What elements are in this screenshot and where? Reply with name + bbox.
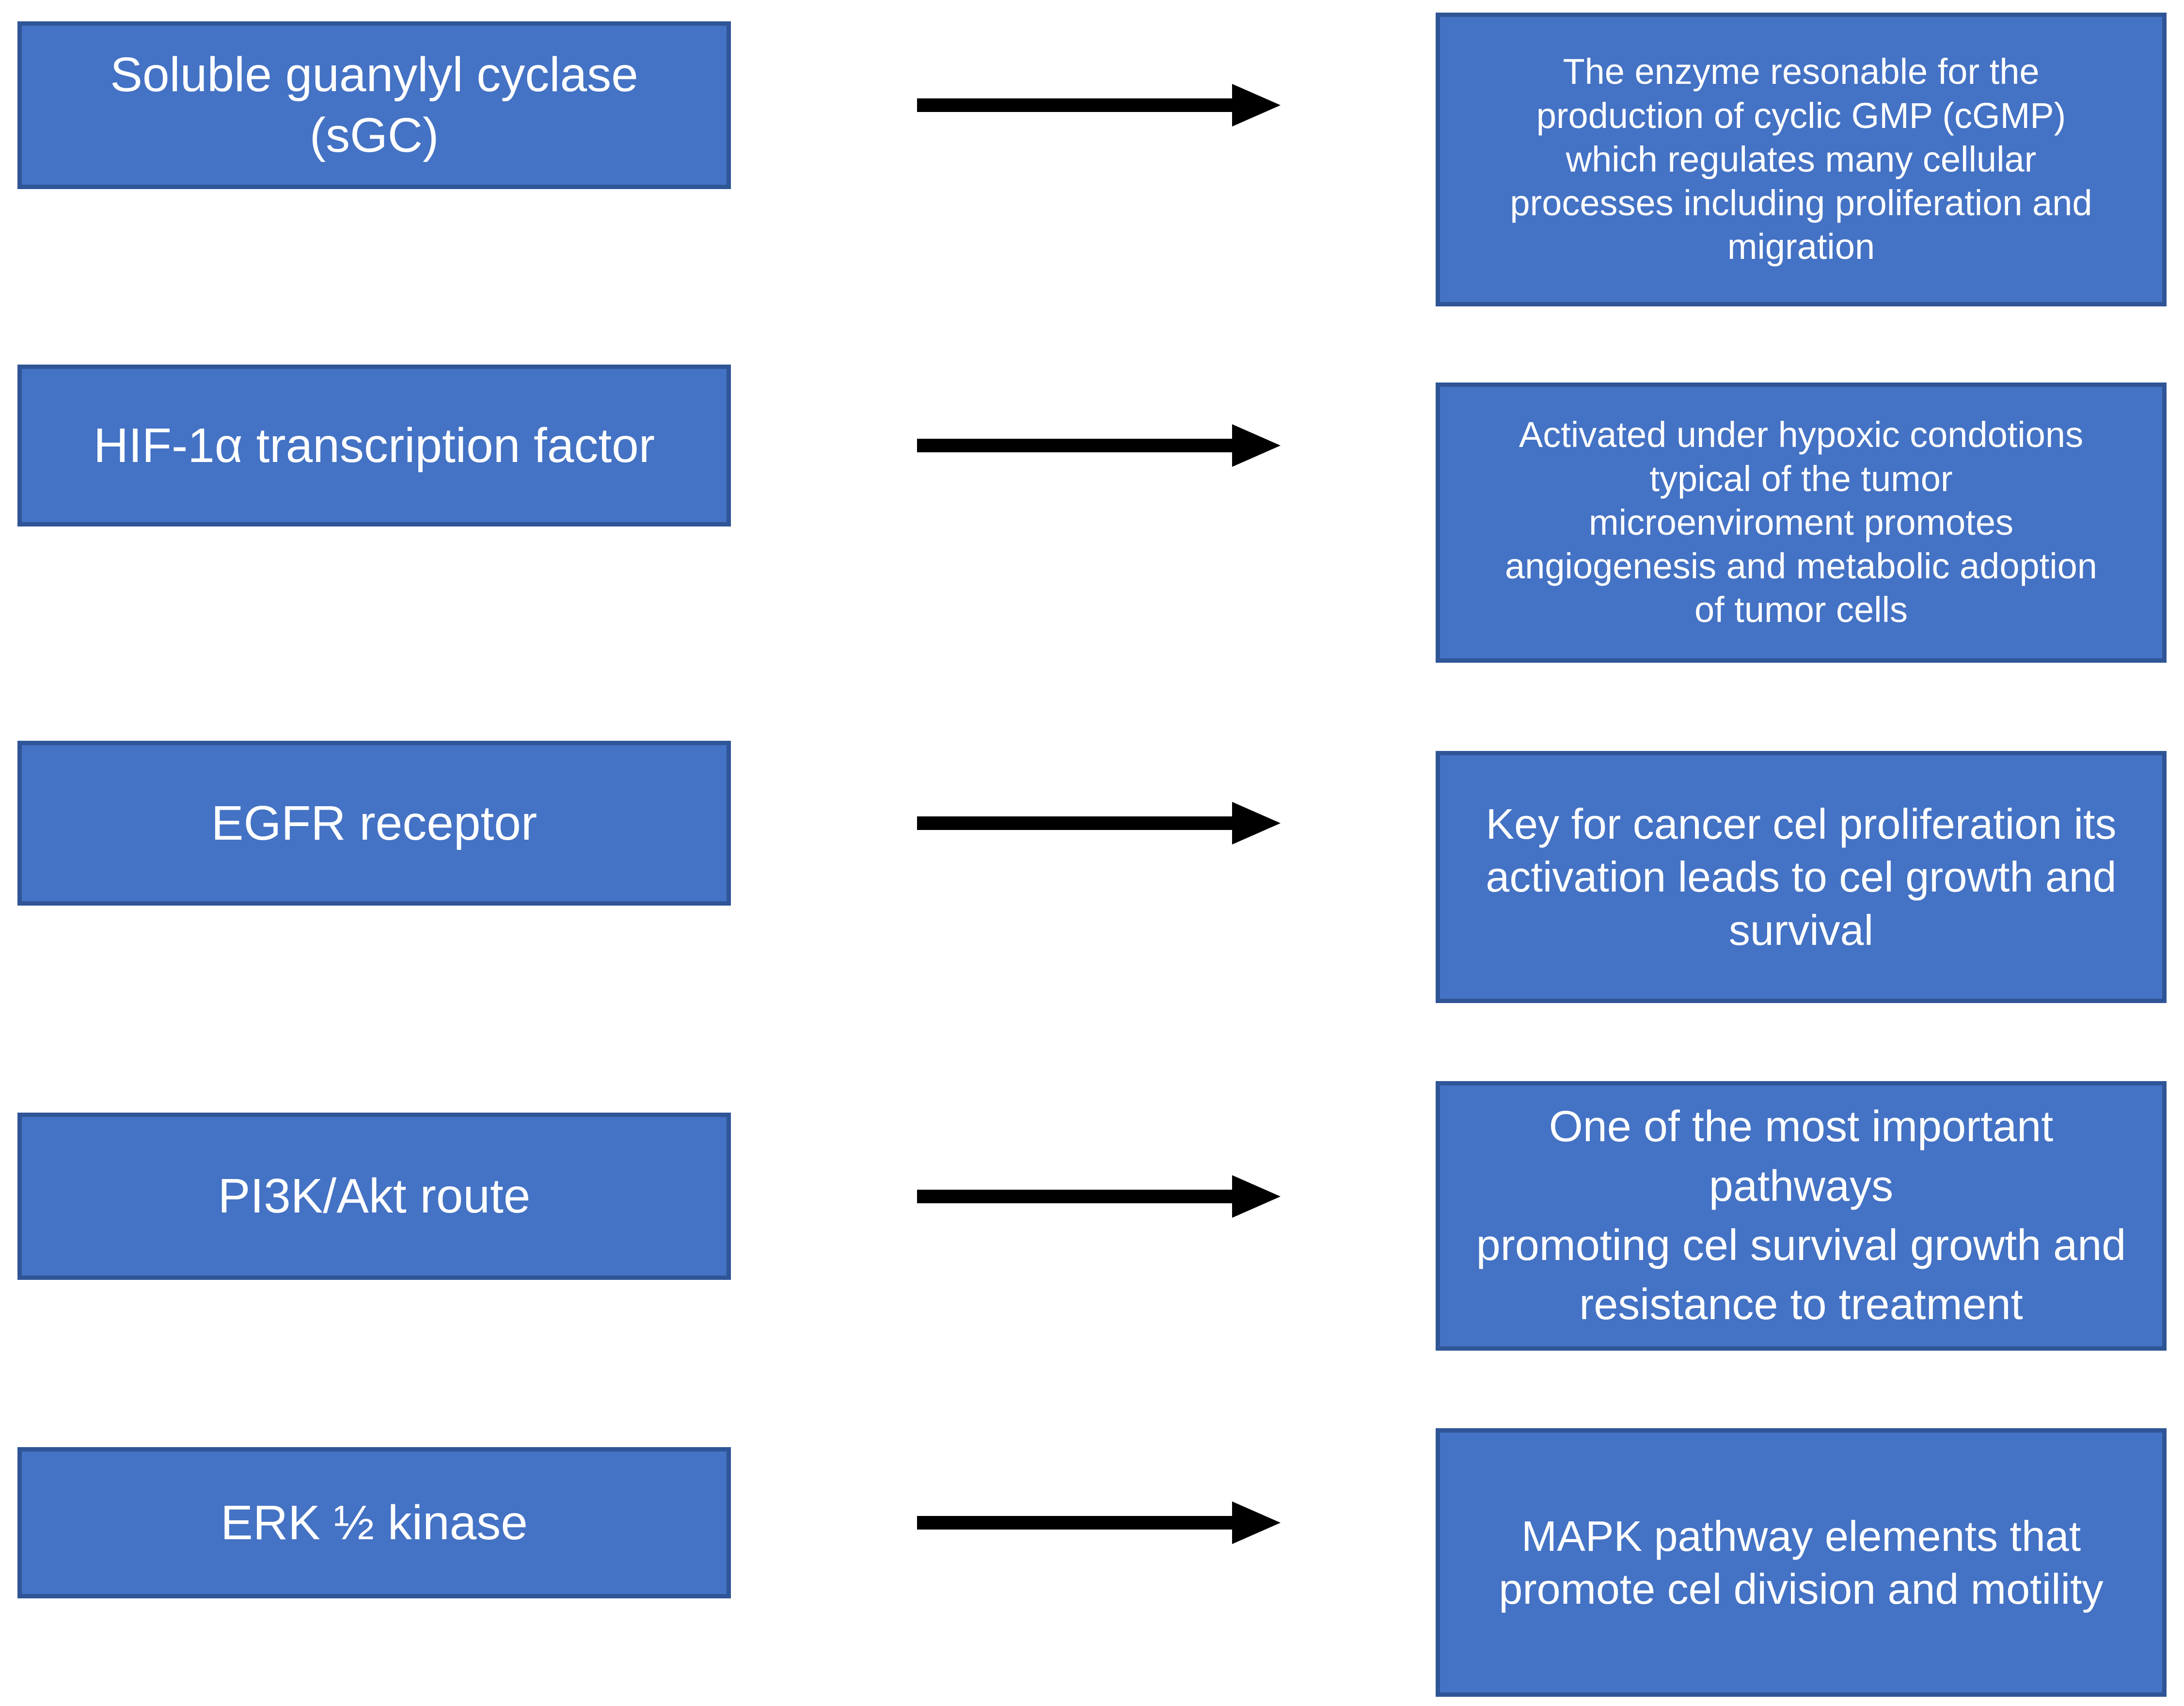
term-label: HIF-1α transcription factor (93, 418, 655, 473)
description-box-pi3k-akt: One of the most important pathways promo… (1436, 1081, 2167, 1351)
term-label: ERK ½ kinase (221, 1495, 528, 1550)
term-box-egfr: EGFR receptor (17, 741, 731, 906)
arrow-right-icon (917, 1484, 1281, 1562)
description-text: Activated under hypoxic condotions typic… (1505, 415, 2097, 630)
arrow-right-icon (917, 407, 1281, 484)
arrow-right-icon (917, 1158, 1281, 1235)
description-text: MAPK pathway elements that promote cel d… (1499, 1512, 2104, 1613)
term-box-sgc: Soluble guanylyl cyclase (sGC) (17, 21, 731, 189)
term-box-erk12: ERK ½ kinase (17, 1447, 731, 1598)
description-text: One of the most important pathways promo… (1476, 1102, 2126, 1329)
arrow-right-icon (917, 66, 1281, 144)
term-label: PI3K/Akt route (218, 1169, 531, 1223)
description-box-egfr: Key for cancer cel proliferation its act… (1436, 751, 2167, 1003)
term-label: EGFR receptor (211, 796, 538, 850)
description-text: The enzyme resonable for the production … (1510, 51, 2092, 267)
term-box-hif1a: HIF-1α transcription factor (17, 365, 731, 526)
term-box-pi3k-akt: PI3K/Akt route (17, 1113, 731, 1280)
description-box-hif1a: Activated under hypoxic condotions typic… (1436, 383, 2167, 663)
description-box-sgc: The enzyme resonable for the production … (1436, 13, 2167, 306)
term-label: Soluble guanylyl cyclase (sGC) (110, 48, 638, 162)
description-text: Key for cancer cel proliferation its act… (1486, 800, 2117, 954)
description-box-mapk: MAPK pathway elements that promote cel d… (1436, 1428, 2167, 1697)
arrow-right-icon (917, 784, 1281, 862)
